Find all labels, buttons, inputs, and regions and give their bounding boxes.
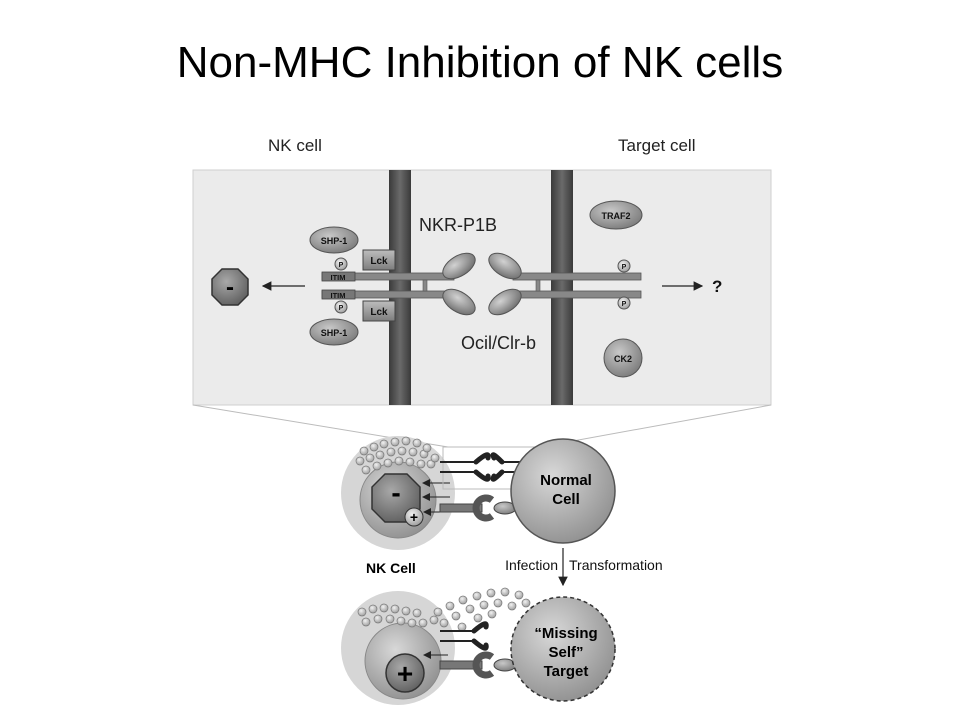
phospho-target-bottom — [617, 296, 631, 310]
missing-self-label-line1: “Missing — [534, 625, 597, 642]
ocil-chain-top — [512, 272, 642, 281]
inhibition-octagon — [211, 268, 249, 306]
activating-receptor-lower — [439, 660, 483, 670]
normal-cell-label-line1: Normal — [540, 472, 592, 489]
nk-cell-label: NK cell — [268, 136, 322, 155]
phospho-label-nk-bottom: P — [339, 305, 344, 312]
normal-cell-label-line2: Cell — [552, 491, 580, 508]
phospho-label-target-bottom: P — [622, 301, 627, 308]
released-granules — [433, 587, 539, 632]
page-title: Non-MHC Inhibition of NK cells — [176, 38, 784, 87]
traf2-label: TRAF2 — [602, 211, 631, 221]
nkr-p1b-lobe-bottom — [442, 288, 476, 316]
lck-label-bottom: Lck — [370, 307, 388, 318]
normal-cell — [510, 438, 616, 544]
nk-activation-plus-big-label: + — [397, 658, 413, 689]
nk-inhibition-minus-upper: - — [391, 477, 400, 508]
missing-self-target — [510, 596, 616, 702]
lck-box-bottom — [362, 300, 396, 322]
phospho-nk-top — [334, 257, 348, 271]
nkr-p1b-disulfide — [422, 279, 428, 292]
nk-cell-membrane — [389, 170, 411, 405]
activating-receptor-upper — [439, 503, 483, 513]
itim-box-top — [321, 271, 356, 282]
nkr-p1b-lobe-top — [442, 252, 476, 280]
shp1-label-bottom: SHP-1 — [321, 328, 348, 338]
missing-self-label-line3: Target — [544, 663, 589, 680]
nk-granules-upper — [355, 436, 440, 475]
missing-self-label-line2: Self” — [548, 644, 583, 661]
unknown-signal-mark: ? — [712, 277, 722, 296]
mini-receptor-lobes — [473, 452, 491, 482]
ocil-lobe-top — [488, 252, 522, 280]
ocil-disulfide — [535, 279, 541, 292]
phospho-nk-bottom — [334, 300, 348, 314]
activating-receptor-cup-upper — [472, 494, 495, 522]
phospho-label-nk-top: P — [339, 262, 344, 269]
itim-box-bottom — [321, 289, 356, 300]
itim-label-top: ITIM — [331, 273, 346, 282]
itim-label-bottom: ITIM — [331, 291, 346, 300]
nk-activation-plus-small-label: + — [410, 509, 418, 525]
zoom-line-right — [539, 404, 772, 448]
infection-label: Infection — [505, 557, 558, 573]
nk-activation-plus-small — [404, 507, 424, 527]
phospho-target-top — [617, 259, 631, 273]
shp1-label-top: SHP-1 — [321, 236, 348, 246]
activating-receptor-cup-lower — [472, 651, 495, 679]
nkr-p1b-label: NKR-P1B — [419, 215, 497, 235]
phospho-label-target-top: P — [622, 264, 627, 271]
mini-ligand-lobes — [490, 452, 505, 482]
target-cell-membrane — [551, 170, 573, 405]
nk-granules-lower — [357, 603, 439, 628]
lck-box-top — [362, 249, 396, 271]
nk-cell-bottom-label: NK Cell — [366, 560, 416, 576]
target-cell-label: Target cell — [618, 136, 695, 155]
transformation-label: Transformation — [569, 557, 663, 573]
inhibition-minus: - — [226, 274, 234, 301]
shp1-bottom — [309, 318, 359, 346]
mini-receptor-lower-lobes — [471, 621, 489, 651]
top-panel-background — [192, 169, 772, 406]
ocil-clr-b-label: Ocil/Clr-b — [461, 333, 536, 353]
nk-activation-plus-big — [385, 653, 425, 693]
ocil-lobe-bottom — [488, 288, 522, 316]
traf2 — [589, 200, 643, 230]
shp1-top — [309, 226, 359, 254]
lck-label-top: Lck — [370, 256, 388, 267]
ck2 — [603, 338, 643, 378]
ck2-label: CK2 — [614, 354, 632, 364]
